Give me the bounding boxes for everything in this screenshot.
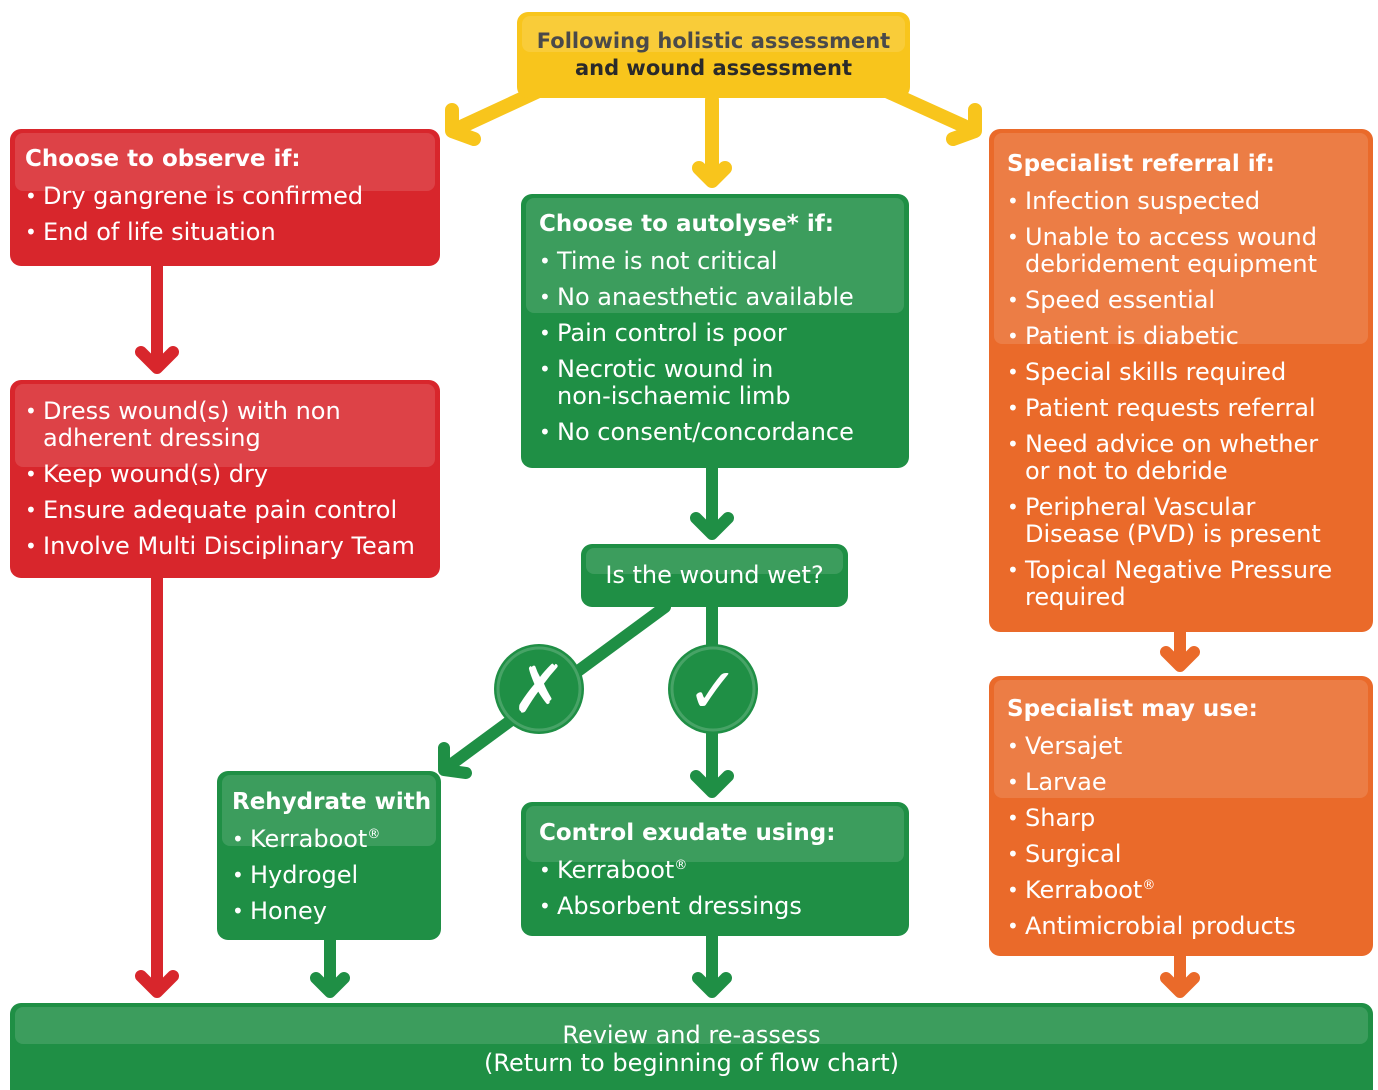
- list-item: Infection suspected: [1007, 188, 1373, 216]
- list-item: Surgical: [1007, 841, 1373, 869]
- referral-box: Specialist referral if: Infection suspec…: [989, 129, 1373, 632]
- list-item: Sharp: [1007, 805, 1373, 833]
- list-item: Kerraboot®: [539, 857, 909, 885]
- no-decision-badge: ✗: [494, 644, 584, 734]
- list-item: Versajet: [1007, 733, 1373, 761]
- rehydrate-list: Kerraboot® Hydrogel Honey: [232, 826, 441, 926]
- observe-box: Choose to observe if: Dry gangrene is co…: [10, 129, 440, 266]
- list-item: Larvae: [1007, 769, 1373, 797]
- list-item: Patient requests referral: [1007, 395, 1373, 423]
- list-item: Speed essential: [1007, 287, 1373, 315]
- exudate-list: Kerraboot® Absorbent dressings: [539, 857, 909, 921]
- review-box: Review and re-assess (Return to beginnin…: [10, 1003, 1373, 1090]
- exudate-box: Control exudate using: Kerraboot® Absorb…: [521, 802, 909, 936]
- list-item: Involve Multi Disciplinary Team: [25, 533, 440, 561]
- list-item: Dress wound(s) with non adherent dressin…: [25, 398, 343, 452]
- exudate-title: Control exudate using:: [539, 820, 836, 846]
- list-item: Keep wound(s) dry: [25, 461, 440, 489]
- start-box: Following holistic assessment and wound …: [517, 12, 910, 98]
- review-line-1: Review and re-assess: [562, 1021, 821, 1049]
- list-item: Absorbent dressings: [539, 893, 909, 921]
- list-item: Patient is diabetic: [1007, 323, 1373, 351]
- observe-title: Choose to observe if:: [25, 146, 301, 172]
- list-item: Kerraboot®: [1007, 877, 1373, 905]
- wet-question-label: Is the wound wet?: [605, 561, 824, 589]
- list-item: Honey: [232, 898, 441, 926]
- list-item: End of life situation: [25, 219, 440, 247]
- list-item: Dry gangrene is confirmed: [25, 183, 440, 211]
- cross-icon: ✗: [511, 651, 566, 728]
- checkmark-icon: ✓: [687, 654, 739, 727]
- rehydrate-box: Rehydrate with Kerraboot® Hydrogel Honey: [217, 771, 441, 940]
- specialist-list: Versajet Larvae Sharp Surgical Kerraboot…: [1007, 733, 1373, 941]
- review-line-2: (Return to beginning of flow chart): [484, 1049, 899, 1077]
- observe-list: Dry gangrene is confirmed End of life si…: [25, 183, 440, 247]
- referral-list: Infection suspected Unable to access wou…: [1007, 188, 1373, 611]
- list-item: Kerraboot®: [232, 826, 441, 854]
- specialist-box: Specialist may use: Versajet Larvae Shar…: [989, 676, 1373, 956]
- list-item: Pain control is poor: [539, 320, 909, 348]
- list-item: Need advice on whether or not to debride: [1007, 431, 1325, 485]
- list-item: Hydrogel: [232, 862, 441, 890]
- list-item: Ensure adequate pain control: [25, 497, 440, 525]
- autolyse-list: Time is not critical No anaesthetic avai…: [539, 248, 909, 447]
- yes-decision-badge: ✓: [668, 644, 758, 734]
- list-item: Topical Negative Pressure required: [1007, 557, 1335, 611]
- list-item: Peripheral Vascular Disease (PVD) is pre…: [1007, 494, 1325, 548]
- list-item: Antimicrobial products: [1007, 913, 1373, 941]
- list-item: Necrotic wound in non-ischaemic limb: [539, 356, 797, 410]
- list-item: Time is not critical: [539, 248, 909, 276]
- rehydrate-title: Rehydrate with: [232, 789, 432, 815]
- dress-list: Dress wound(s) with non adherent dressin…: [25, 398, 440, 561]
- list-item: No anaesthetic available: [539, 284, 909, 312]
- list-item: No consent/concordance: [539, 419, 909, 447]
- autolyse-box: Choose to autolyse* if: Time is not crit…: [521, 194, 909, 468]
- referral-title: Specialist referral if:: [1007, 151, 1275, 177]
- autolyse-title: Choose to autolyse* if:: [539, 211, 834, 237]
- specialist-title: Specialist may use:: [1007, 696, 1258, 722]
- dress-box: Dress wound(s) with non adherent dressin…: [10, 380, 440, 578]
- start-line-2: and wound assessment: [574, 56, 853, 80]
- start-line-1: Following holistic assessment: [536, 29, 891, 53]
- wet-question-box: Is the wound wet?: [581, 544, 848, 607]
- list-item: Special skills required: [1007, 359, 1373, 387]
- list-item: Unable to access wound debridement equip…: [1007, 224, 1325, 278]
